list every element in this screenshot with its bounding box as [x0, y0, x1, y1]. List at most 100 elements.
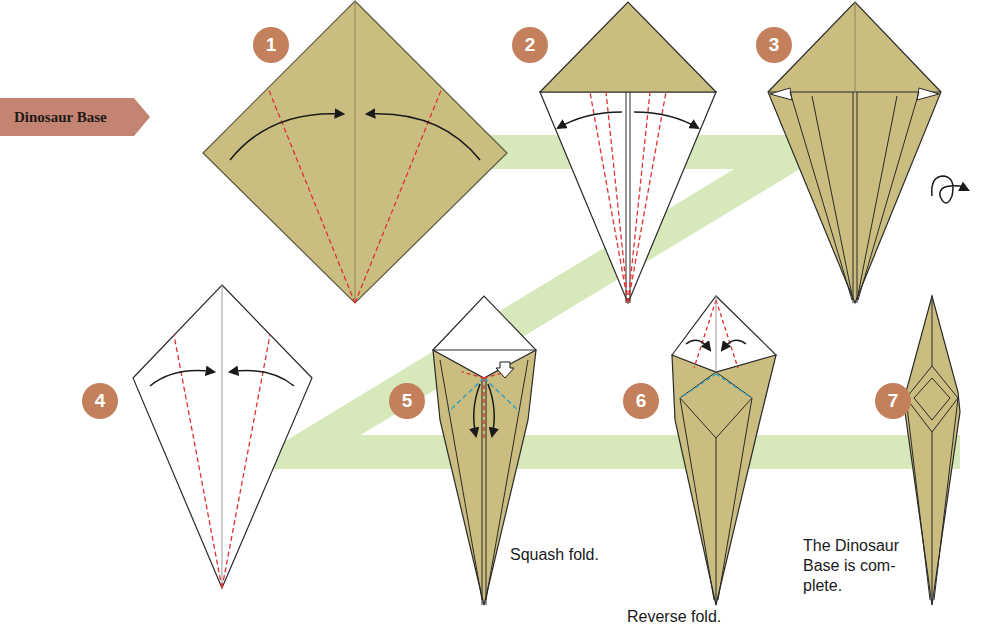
step-6-figure-part	[694, 300, 716, 368]
step-7-figure-part	[914, 378, 950, 420]
step-4-figure-part	[230, 371, 294, 386]
step-1-figure-part	[355, 88, 442, 303]
step-5-figure-part	[486, 378, 487, 605]
step-6-figure-part	[716, 374, 752, 398]
step-circle-fill	[623, 383, 659, 419]
step-7-figure-part	[932, 296, 933, 366]
step-5-figure-part	[433, 350, 536, 351]
step-1-figure-part	[355, 1, 356, 303]
step-number: 2	[512, 27, 548, 63]
step-7-figure-part	[932, 432, 933, 605]
turn-over-symbol-part	[932, 176, 968, 203]
step-2-figure-part	[540, 92, 716, 303]
step-7-figure-part	[906, 398, 930, 600]
step-3-figure-part	[812, 96, 853, 300]
step-circle-fill	[512, 27, 548, 63]
step-4-figure	[133, 285, 312, 588]
step-3-figure-part	[857, 96, 897, 300]
step-7-figure-part	[905, 296, 960, 605]
step-6-figure-part	[680, 398, 714, 600]
step-3-figure-part	[857, 92, 858, 303]
step-2-figure-part	[540, 2, 716, 92]
step-number-text: 1	[266, 34, 277, 56]
step-3-figure-part	[917, 88, 939, 100]
step-2-figure-part	[558, 112, 622, 128]
step-circle-fill	[253, 27, 289, 63]
step-number-text: 7	[888, 390, 899, 412]
step-6-figure-part	[718, 398, 752, 600]
step-4-figure-part	[133, 285, 312, 588]
step-2-figure	[540, 2, 716, 303]
step-5-figure-part	[462, 372, 484, 378]
step-6-figure-part	[716, 438, 717, 605]
turn-over-symbol	[932, 176, 968, 203]
step-7-figure-part	[934, 398, 958, 600]
step-2-figure-part	[606, 92, 628, 303]
step-7-figure	[905, 296, 960, 605]
step-2-figure-part	[628, 92, 650, 303]
step-6-figure-part	[686, 340, 710, 350]
step-3-figure-part	[855, 2, 856, 92]
step-number-text: 2	[525, 34, 536, 56]
step-3-figure-part	[770, 88, 792, 100]
step-circle-fill	[82, 383, 118, 419]
step-3-figure-part	[768, 2, 941, 303]
title-banner: Dinosaur Base	[0, 98, 150, 136]
step-3-figure	[768, 2, 941, 303]
step-6-figure-part	[672, 296, 776, 372]
step-1-figure-part	[203, 1, 507, 303]
step-4-figure-part	[150, 371, 214, 386]
step-6-figure-part	[672, 355, 776, 605]
step-5-figure-part	[484, 378, 520, 412]
step-2-figure-part	[634, 112, 698, 128]
step-number: 5	[389, 383, 425, 419]
step-1-figure-part	[230, 114, 343, 160]
step-5-figure-part	[486, 360, 528, 600]
step-number-text: 5	[402, 390, 413, 412]
step-1-figure-part	[268, 88, 355, 303]
step-6-figure-part	[722, 340, 746, 350]
instruction-note: Squash fold.	[510, 545, 599, 565]
step-3-figure-part	[858, 92, 919, 300]
step-circle-fill	[389, 383, 425, 419]
banner-fill	[0, 98, 150, 136]
step-5-figure-part	[448, 378, 484, 412]
step-6-figure-part	[716, 296, 717, 372]
step-6-figure-part	[716, 300, 738, 368]
step-4-figure-part	[222, 335, 270, 588]
step-5-figure-part	[433, 296, 536, 378]
step-5-figure-part	[496, 362, 514, 378]
step-6-figure-part	[680, 374, 716, 398]
step-5-figure-part	[482, 378, 483, 605]
step-2-figure-part	[590, 92, 628, 303]
title-text: Dinosaur Base	[14, 109, 107, 126]
step-6-figure	[672, 296, 776, 605]
step-number: 1	[253, 27, 289, 63]
step-5-figure-part	[440, 360, 482, 600]
step-6-figure-part	[680, 372, 752, 438]
step-4-figure-part	[222, 285, 223, 588]
step-7-figure-part	[906, 366, 958, 432]
instruction-note: The Dinosaur Base is com- plete.	[803, 536, 917, 596]
step-1-figure-part	[367, 114, 480, 160]
step-2-figure-part	[626, 92, 627, 303]
step-number-text: 4	[95, 390, 106, 412]
step-number: 6	[623, 383, 659, 419]
step-5-figure-part	[488, 384, 494, 436]
step-1-figure	[203, 1, 507, 303]
step-2-figure-part	[628, 92, 666, 303]
step-circle-fill	[875, 383, 911, 419]
step-3-figure-part	[853, 92, 854, 303]
step-number: 4	[82, 383, 118, 419]
step-number-text: 3	[769, 34, 780, 56]
step-4-figure-part	[174, 335, 222, 588]
step-5-figure-part	[433, 350, 536, 605]
instruction-note: Reverse fold.	[627, 607, 721, 627]
step-number-text: 6	[636, 390, 647, 412]
step-5-figure-part	[483, 378, 484, 440]
step-5-figure-part	[474, 384, 480, 436]
step-number: 7	[875, 383, 911, 419]
step-circle-fill	[756, 27, 792, 63]
